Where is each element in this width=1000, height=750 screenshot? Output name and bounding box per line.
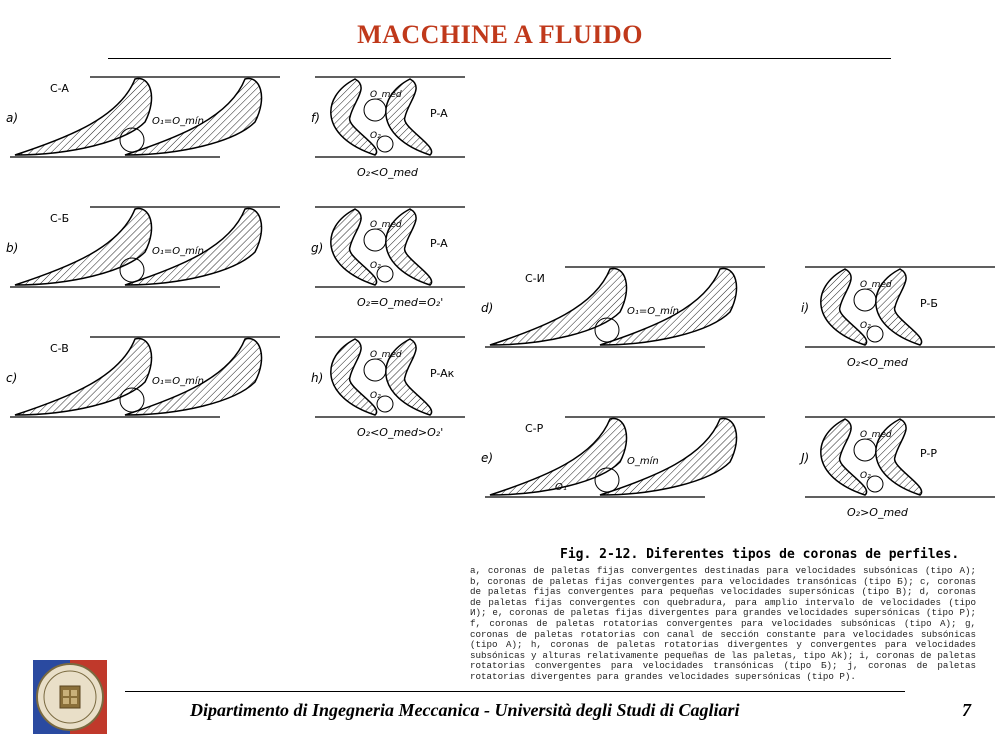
- panel-relation: O_mín: [627, 455, 659, 467]
- panel-relation: O_med: [370, 90, 402, 100]
- panel-relation: O₁=O_mín: [152, 245, 204, 257]
- panel-sub: O₂: [370, 391, 381, 401]
- panel-label: P-A: [430, 237, 448, 250]
- panel-relation: O₁=O_mín: [152, 115, 204, 127]
- panel-condition: O₂<O_med: [847, 356, 909, 369]
- panel-letter: b): [6, 241, 18, 255]
- panel-letter: g): [311, 241, 323, 255]
- panel-a: a) C-A O₁=O_mín: [6, 76, 280, 158]
- panel-relation: O_med: [370, 350, 402, 360]
- panel-relation: O_med: [860, 280, 892, 290]
- panel-c: c) C-B O₁=O_mín: [6, 336, 280, 418]
- panel-d: d) C-И O₁=O_mín: [481, 266, 765, 348]
- panel-b: b) C-Б O₁=O_mín: [6, 206, 280, 288]
- panel-relation: O_med: [370, 220, 402, 230]
- panel-label: C-И: [525, 272, 545, 285]
- panel-label: C-A: [50, 82, 69, 95]
- panel-condition: O₂<O_med>O₂': [357, 426, 443, 439]
- blade-profiles-figure: a)C-AO₁=O_mínb)C-БO₁=O_mínc)C-BO₁=O_mínd…: [6, 76, 995, 519]
- panel-condition: O₂<O_med: [357, 166, 419, 179]
- page-title: MACCHINE A FLUIDO: [357, 20, 643, 49]
- panel-label: P-A: [430, 107, 448, 120]
- footer-divider: [125, 691, 905, 692]
- panel-sub: O₂: [860, 321, 871, 331]
- panel-letter: J): [799, 451, 809, 465]
- panel-sub: O₂: [370, 261, 381, 271]
- panel-letter: h): [311, 371, 323, 385]
- panel-label: C-P: [525, 422, 544, 435]
- panel-relation: O_med: [860, 430, 892, 440]
- panel-letter: a): [6, 111, 18, 125]
- panel-letter: f): [311, 111, 320, 125]
- footer-text: Dipartimento di Ingegneria Meccanica - U…: [190, 700, 740, 720]
- university-seal-icon: [33, 660, 107, 734]
- panel-letter: i): [801, 301, 809, 315]
- title-divider: [108, 58, 891, 59]
- panel-label: P-Aк: [430, 367, 455, 380]
- figure-caption-text: a, coronas de paletas fijas convergentes…: [470, 565, 976, 682]
- panel-relation: O₁=O_mín: [627, 305, 679, 317]
- panel-condition: O₂>O_med: [847, 506, 909, 519]
- panel-letter: c): [6, 371, 17, 385]
- page-number: 7: [962, 700, 971, 720]
- panel-sub: O₂: [370, 131, 381, 141]
- panel-sub: O₂: [860, 471, 871, 481]
- panel-letter: d): [481, 301, 493, 315]
- panel-sub: O₁: [555, 482, 567, 493]
- panel-letter: e): [481, 451, 493, 465]
- panel-label: C-Б: [50, 212, 69, 225]
- panel-condition: O₂=O_med=O₂': [357, 296, 443, 309]
- panel-label: C-B: [50, 342, 69, 355]
- panel-label: P-Б: [920, 297, 938, 310]
- figure-caption-title: Fig. 2-12. Diferentes tipos de coronas d…: [560, 547, 960, 562]
- panel-label: P-P: [920, 447, 937, 460]
- panel-relation: O₁=O_mín: [152, 375, 204, 387]
